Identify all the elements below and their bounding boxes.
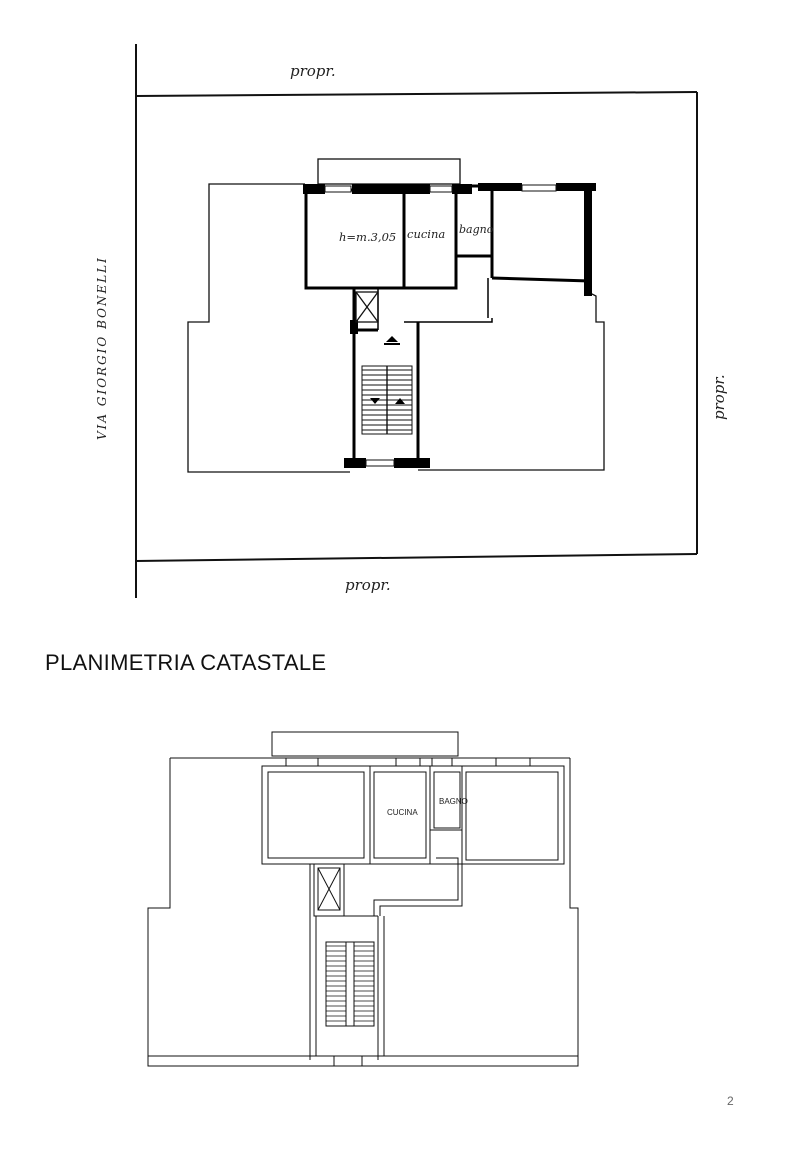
staircase <box>361 336 413 435</box>
page-number: 2 <box>727 1094 734 1108</box>
shaft <box>355 291 379 323</box>
cadastral-floor-plan: CUCINA BAGNO <box>147 731 579 1067</box>
label-propr-bottom: propr. <box>345 576 391 594</box>
window-openings <box>324 184 557 467</box>
cad-windows <box>285 757 531 1067</box>
cad-staircase <box>325 941 375 1027</box>
lot-boundary <box>135 44 698 598</box>
room-label-bagno: bagno <box>459 223 494 236</box>
elevator-arrow-icon <box>386 336 398 342</box>
cad-room-label-cucina: CUCINA <box>387 808 418 817</box>
stair-arrow-up-icon <box>395 398 405 404</box>
cad-room-label-bagno: BAGNO <box>439 797 468 806</box>
room-height-label: h=m.3,05 <box>339 230 396 244</box>
section-title: PLANIMETRIA CATASTALE <box>45 650 327 675</box>
hand-drawn-site-plan: propr. propr. propr. VIA GIORGIO BONELLI… <box>95 44 728 598</box>
wall-blocks <box>303 183 596 468</box>
room-label-cucina: cucina <box>407 227 445 241</box>
stair-arrow-down-icon <box>370 398 380 404</box>
heavy-walls <box>304 184 592 462</box>
label-propr-right: propr. <box>710 374 728 420</box>
label-propr-top: propr. <box>290 62 336 80</box>
cad-outline <box>147 731 579 1067</box>
street-name-label: VIA GIORGIO BONELLI <box>95 256 109 440</box>
thin-walls <box>377 278 493 330</box>
